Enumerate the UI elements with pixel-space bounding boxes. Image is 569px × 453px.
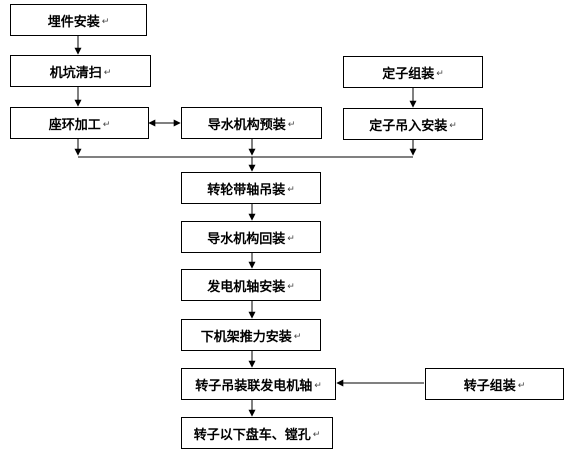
paragraph-mark-icon: ↵: [312, 430, 321, 440]
paragraph-mark-icon: ↵: [449, 121, 457, 131]
paragraph-mark-icon: ↵: [103, 68, 112, 78]
box-rotor-assembly: 转子组装↵: [425, 368, 564, 400]
box-label: 定子组装: [382, 66, 435, 82]
box-label: 转子组装: [463, 378, 516, 394]
box-label: 下机架推力安装: [200, 329, 292, 345]
paragraph-mark-icon: ↵: [287, 120, 296, 130]
box-label: 发电机轴安装: [207, 279, 286, 295]
paragraph-mark-icon: ↵: [436, 69, 444, 79]
box-label: 转子以下盘车、镗孔: [193, 427, 311, 443]
paragraph-mark-icon: ↵: [102, 120, 111, 130]
box-label: 座环加工: [48, 117, 101, 133]
box-label: 机坑清扫: [49, 65, 102, 81]
paragraph-mark-icon: ↵: [287, 185, 295, 195]
paragraph-mark-icon: ↵: [287, 282, 295, 292]
paragraph-mark-icon: ↵: [293, 332, 302, 342]
box-rotor-lift-couple: 转子吊装联发电机轴↵: [181, 368, 336, 400]
box-label: 导水机构预装: [207, 117, 286, 133]
box-rotor-below-turning: 转子以下盘车、镗孔↵: [181, 417, 333, 449]
box-embedded-install: 埋件安装↵: [10, 4, 147, 36]
box-stator-assembly: 定子组装↵: [343, 56, 483, 88]
paragraph-mark-icon: ↵: [517, 381, 526, 391]
box-label: 转轮带轴吊装: [207, 182, 286, 198]
box-stator-lift-install: 定子吊入安装↵: [343, 108, 483, 140]
box-gen-shaft-install: 发电机轴安装↵: [181, 269, 321, 301]
box-label: 转子吊装联发电机轴: [195, 378, 313, 394]
paragraph-mark-icon: ↵: [314, 381, 322, 391]
box-guide-reinstall: 导水机构回装↵: [181, 221, 321, 253]
box-seat-ring-machining: 座环加工↵: [10, 107, 149, 139]
paragraph-mark-icon: ↵: [287, 234, 295, 244]
paragraph-mark-icon: ↵: [101, 17, 110, 27]
box-pit-cleaning: 机坑清扫↵: [10, 55, 151, 87]
box-lower-frame-thrust: 下机架推力安装↵: [181, 319, 321, 351]
box-guide-preassembly: 导水机构预装↵: [181, 107, 322, 139]
box-label: 导水机构回装: [207, 231, 286, 247]
box-label: 定子吊入安装: [369, 118, 448, 134]
box-label: 埋件安装: [47, 14, 100, 30]
box-runner-lift: 转轮带轴吊装↵: [181, 172, 321, 204]
